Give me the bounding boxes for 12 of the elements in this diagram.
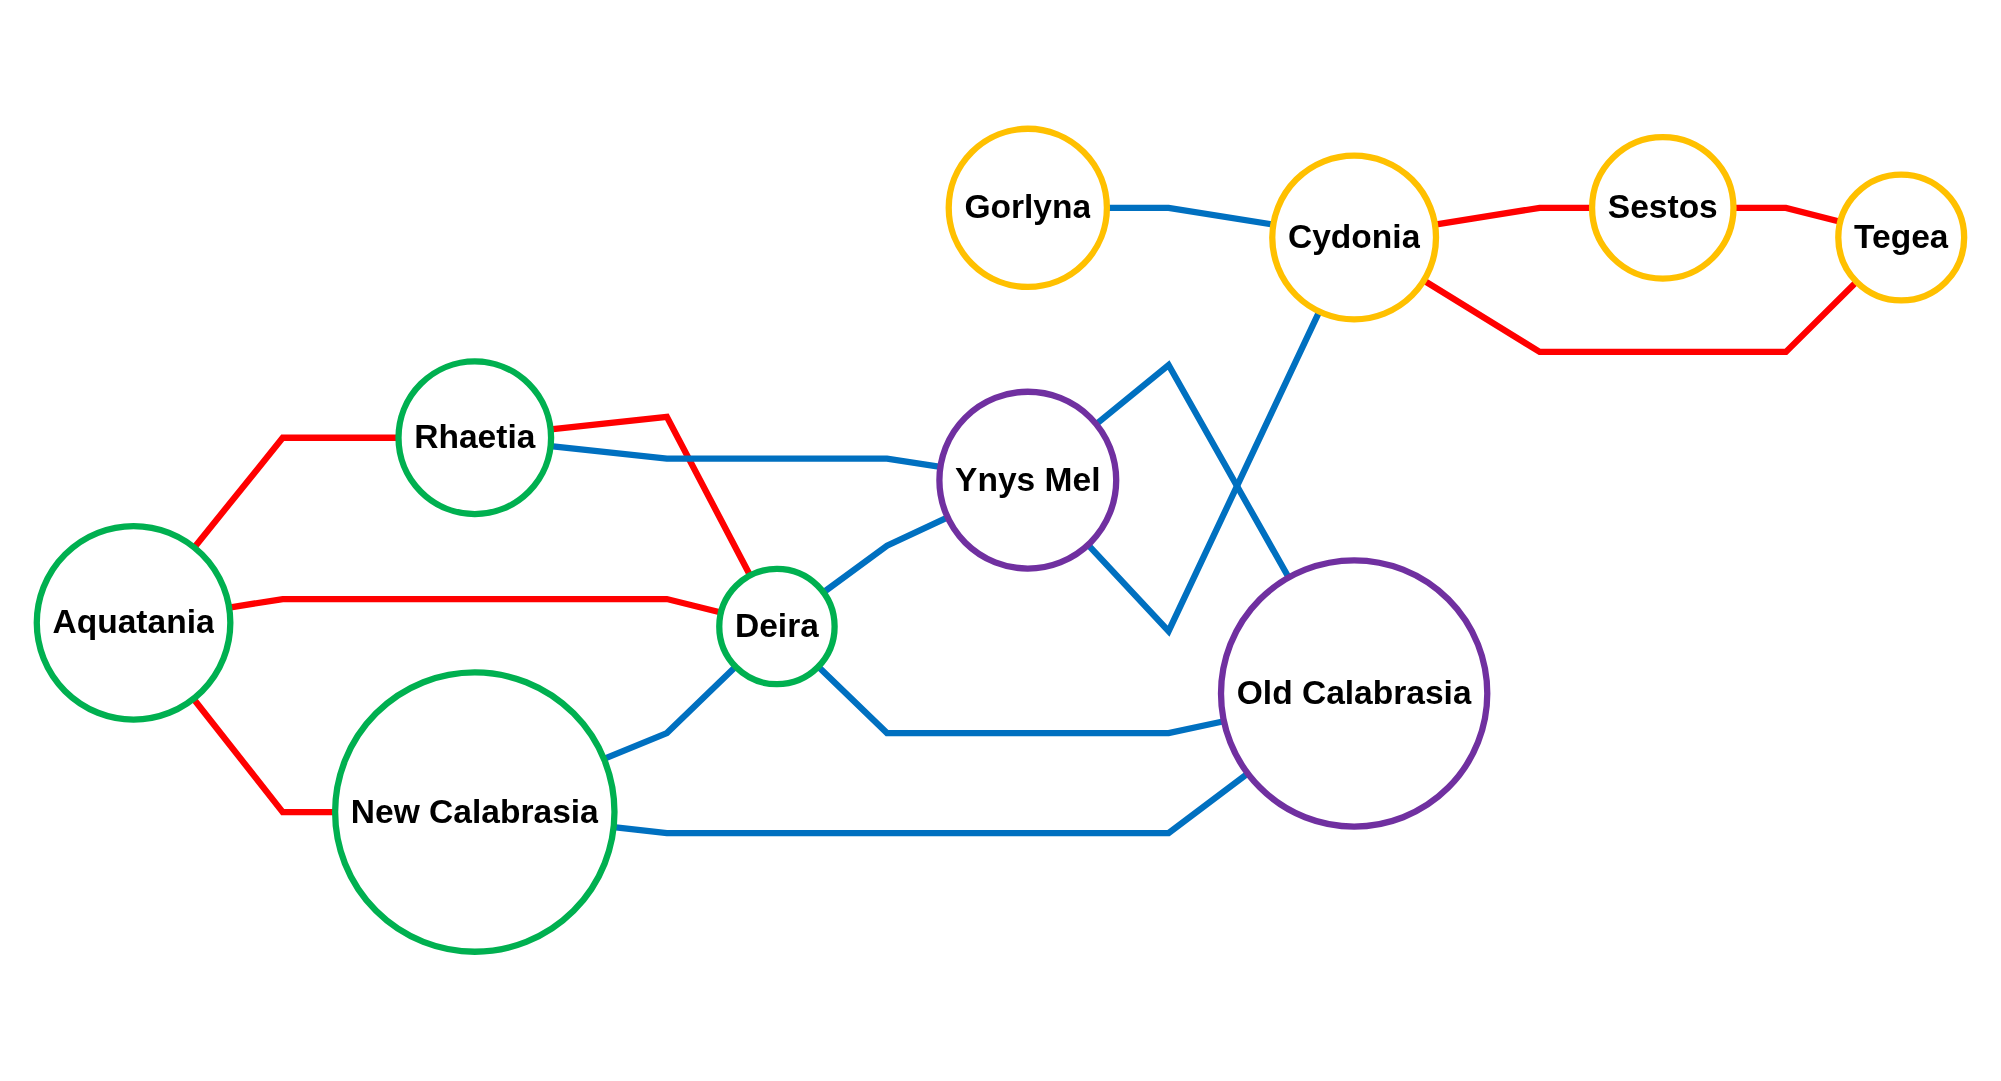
node-circle: Tegea xyxy=(1835,171,1968,304)
connector xyxy=(1422,278,1859,356)
connector xyxy=(550,443,941,471)
node-circle: Gorlyna xyxy=(945,125,1111,291)
node-circle: Cydonia xyxy=(1269,152,1440,323)
node-circle: Deira xyxy=(716,565,838,688)
node-circle: New Calabrasia xyxy=(332,669,618,956)
node-circle: Ynys Mel xyxy=(936,388,1120,572)
node-circle: Rhaetia xyxy=(395,358,555,518)
node-circle: Sestos xyxy=(1588,134,1737,282)
node-circle: Aquatania xyxy=(33,523,234,723)
node-circle: Old Calabrasia xyxy=(1217,557,1491,830)
